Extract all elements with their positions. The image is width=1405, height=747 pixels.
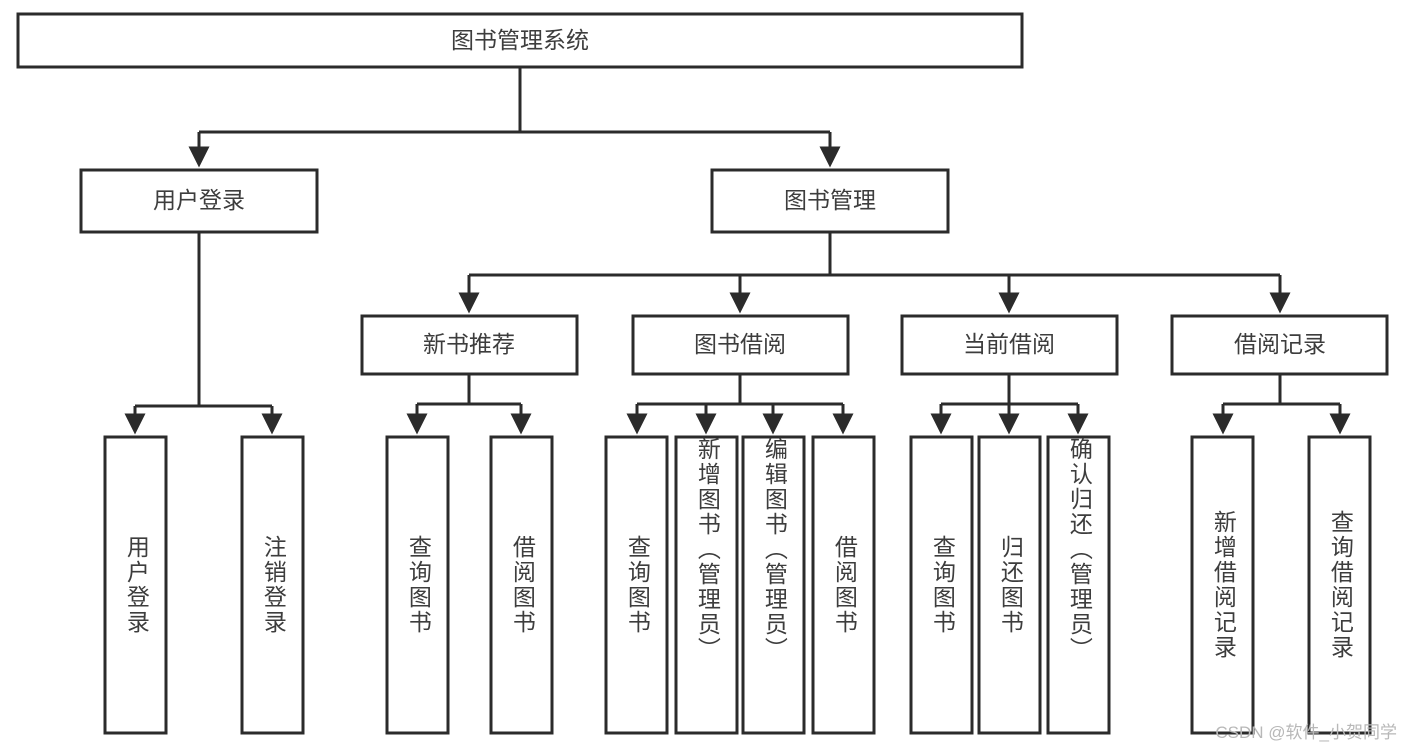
node-borrow-records-label: 借阅记录 (1234, 331, 1326, 357)
leaf-node[interactable] (489, 435, 554, 735)
node-new-book-recommend-label: 新书推荐 (423, 331, 515, 357)
leaf-node[interactable] (909, 435, 974, 735)
connector-currentborrow-to-leaves (930, 374, 1089, 435)
node-book-management-label: 图书管理 (784, 187, 876, 213)
leaf-node[interactable] (604, 435, 669, 735)
node-current-borrow[interactable]: 当前借阅 (900, 314, 1119, 376)
node-book-management[interactable]: 图书管理 (710, 168, 950, 234)
node-book-borrow-label: 图书借阅 (694, 331, 786, 357)
node-borrow-records[interactable]: 借阅记录 (1170, 314, 1389, 376)
connector-userlogin-to-leaves (124, 232, 283, 435)
leaf-node[interactable] (741, 435, 806, 735)
leaf-node[interactable] (1046, 435, 1111, 735)
watermark-text: CSDN @软件_小贺同学 (1215, 723, 1397, 742)
node-new-book-recommend[interactable]: 新书推荐 (360, 314, 579, 376)
connector-bookborrow-to-leaves (626, 374, 854, 435)
node-current-borrow-label: 当前借阅 (963, 331, 1055, 357)
connector-root-to-level2 (188, 67, 841, 168)
connector-bookmgmt-to-level3 (458, 232, 1291, 314)
leaf-node[interactable] (1190, 435, 1255, 735)
leaf-node[interactable] (103, 435, 168, 735)
node-user-login-label: 用户登录 (153, 187, 245, 213)
connector-borrowrecords-to-leaves (1212, 374, 1351, 435)
leaf-node[interactable] (1307, 435, 1372, 735)
leaf-node[interactable] (385, 435, 450, 735)
leaf-node[interactable] (240, 435, 305, 735)
node-user-login[interactable]: 用户登录 (79, 168, 319, 234)
node-root[interactable]: 图书管理系统 (16, 12, 1024, 69)
leaf-node[interactable] (811, 435, 876, 735)
leaf-node[interactable] (977, 435, 1042, 735)
node-root-label: 图书管理系统 (451, 27, 589, 53)
connector-newbook-to-leaves (406, 374, 532, 435)
leaf-node[interactable] (674, 435, 739, 735)
node-book-borrow[interactable]: 图书借阅 (631, 314, 850, 376)
